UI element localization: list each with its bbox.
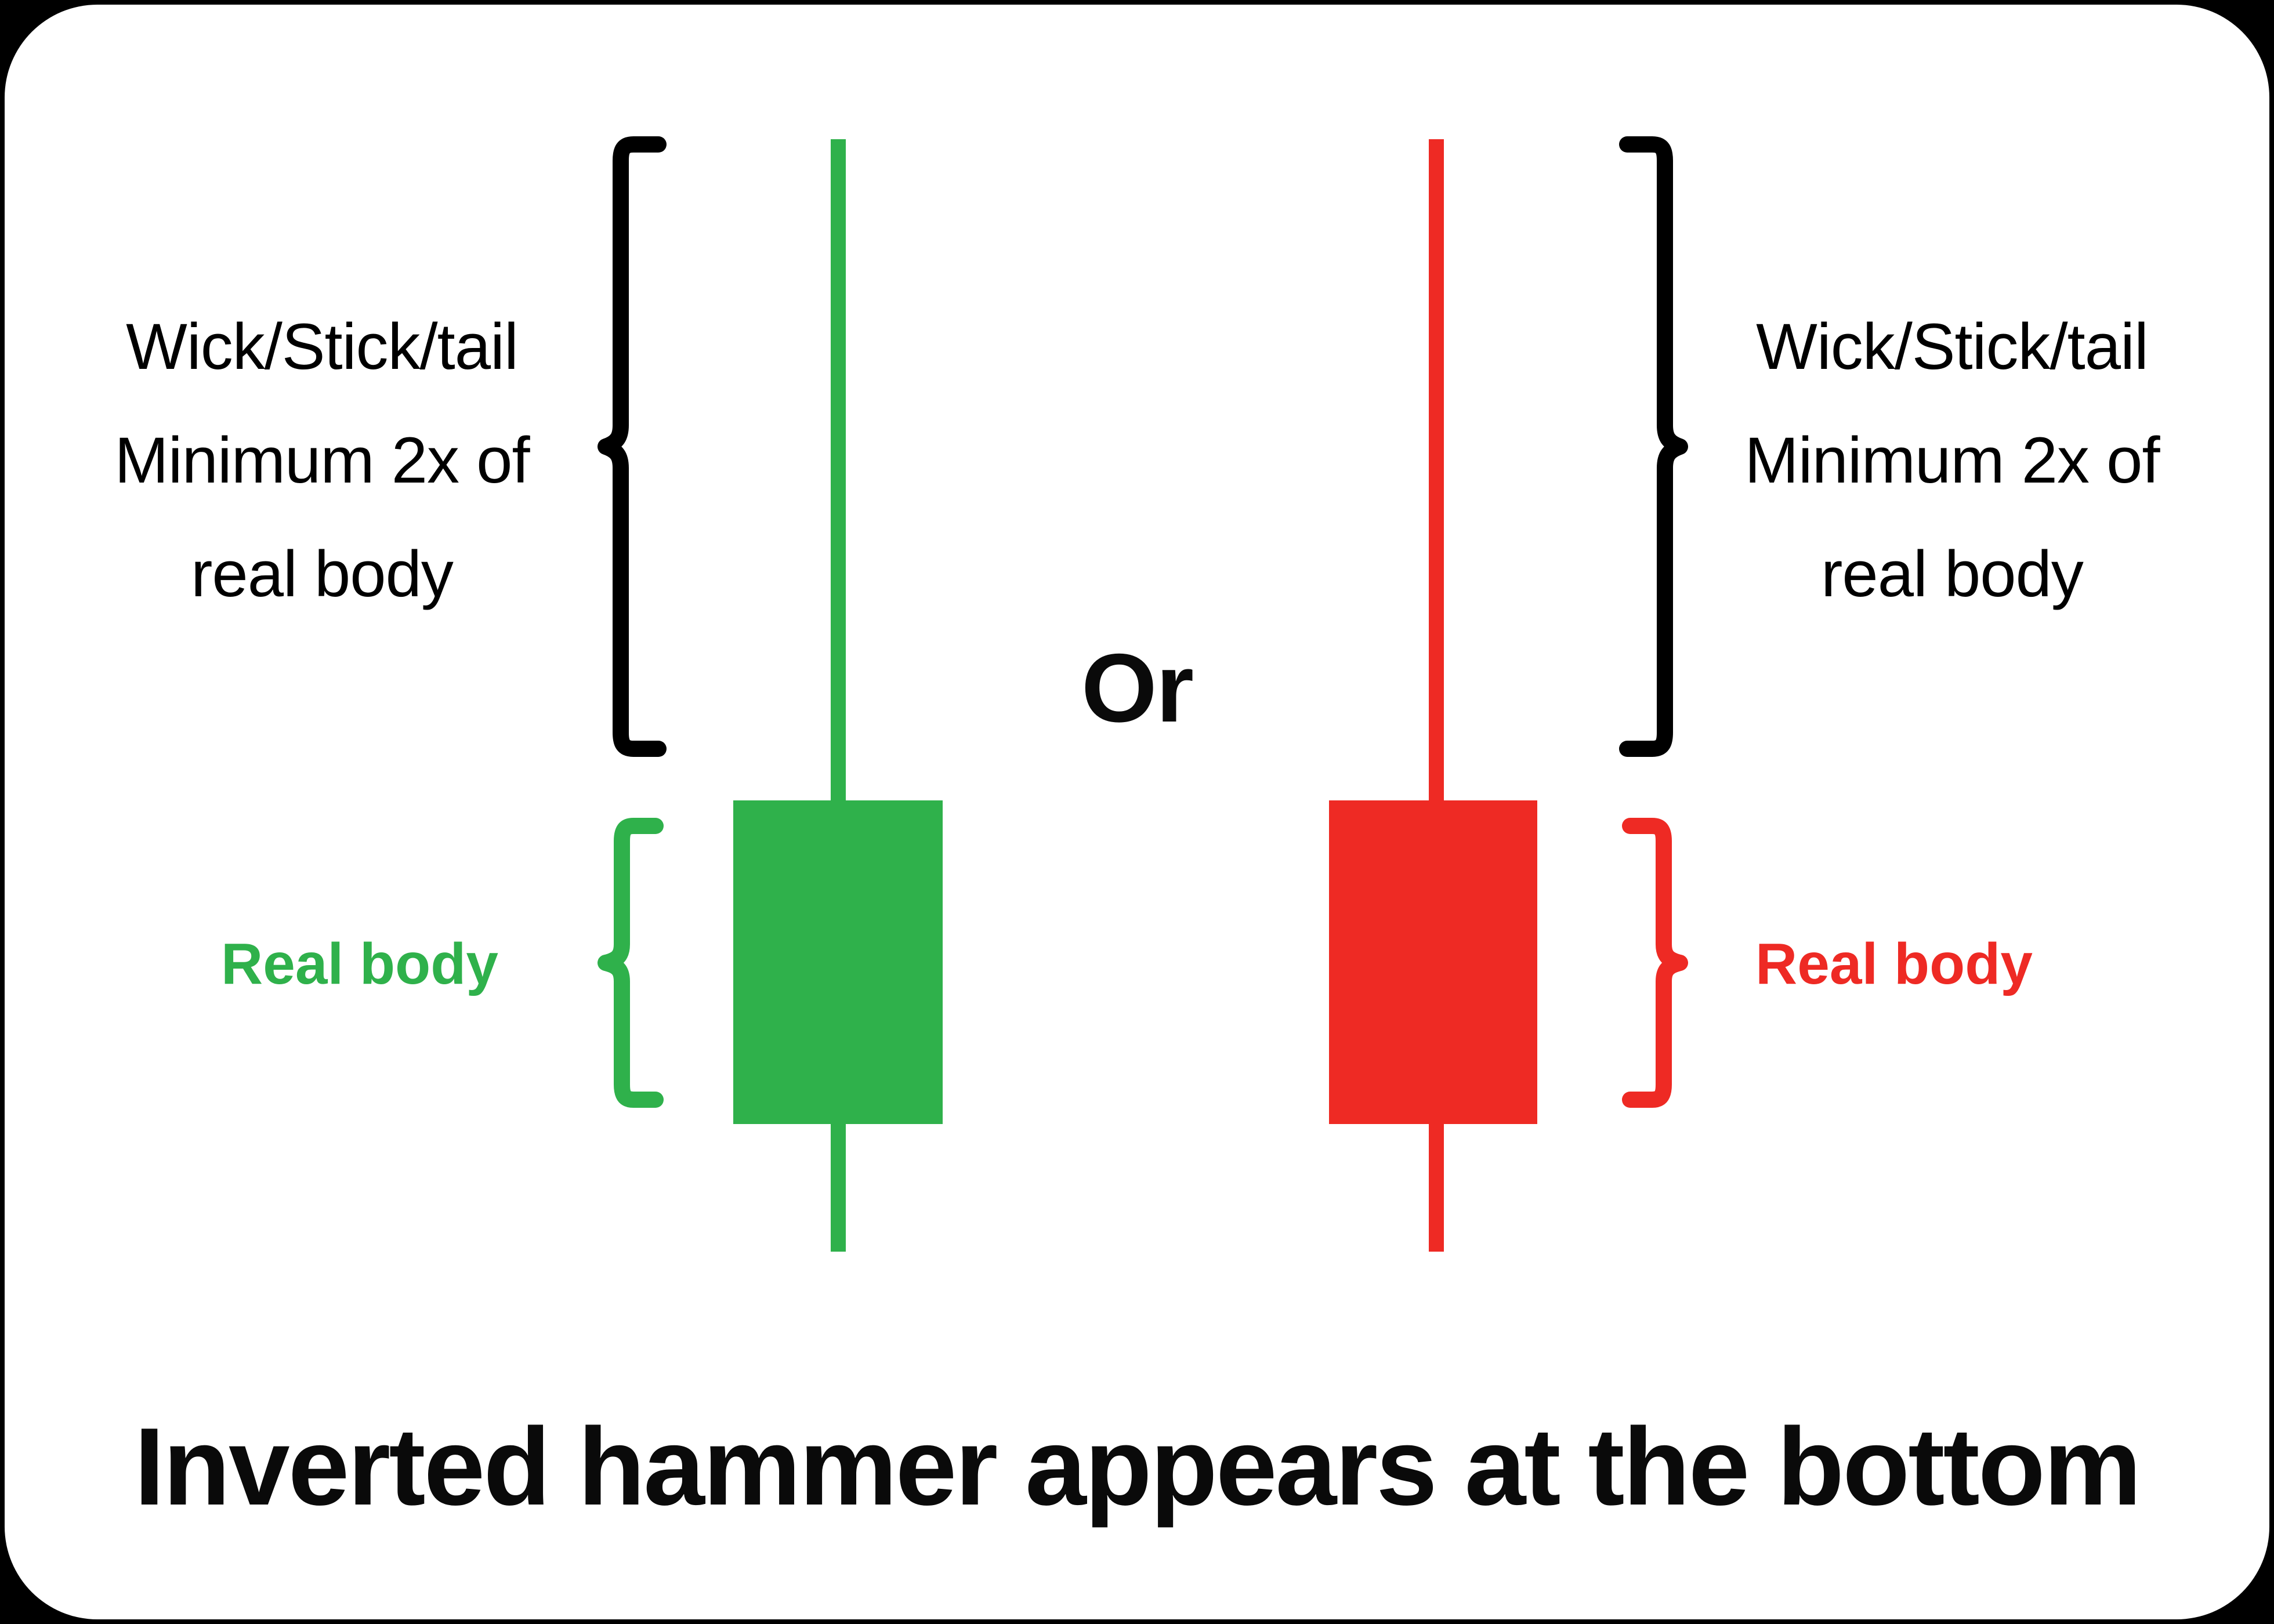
diagram-card [5,5,2269,1619]
page-title: Inverted hammer appears at the bottom [134,1405,2142,1528]
or-separator-label: Or [1081,633,1194,742]
left-wick-brace [598,136,667,757]
red-real-body-label: Real body [1755,931,2033,996]
right-wick-note: Wick/Stick/tail Minimum 2x of real body [1700,290,2204,631]
green-candle-body [733,800,943,1124]
right-wick-note-line-2: Minimum 2x of [1744,424,2160,496]
left-wick-note: Wick/Stick/tail Minimum 2x of real body [70,290,574,631]
right-body-brace [1618,818,1688,1108]
green-real-body-label: Real body [221,931,498,996]
left-wick-note-line-2: Minimum 2x of [114,424,530,496]
right-wick-note-line-1: Wick/Stick/tail [1756,310,2149,383]
left-body-brace [598,818,667,1108]
right-wick-note-line-3: real body [1821,538,2084,610]
left-wick-note-line-3: real body [191,538,454,610]
left-wick-note-line-1: Wick/Stick/tail [126,310,519,383]
red-candle-body [1329,800,1537,1124]
right-wick-brace [1618,136,1688,757]
